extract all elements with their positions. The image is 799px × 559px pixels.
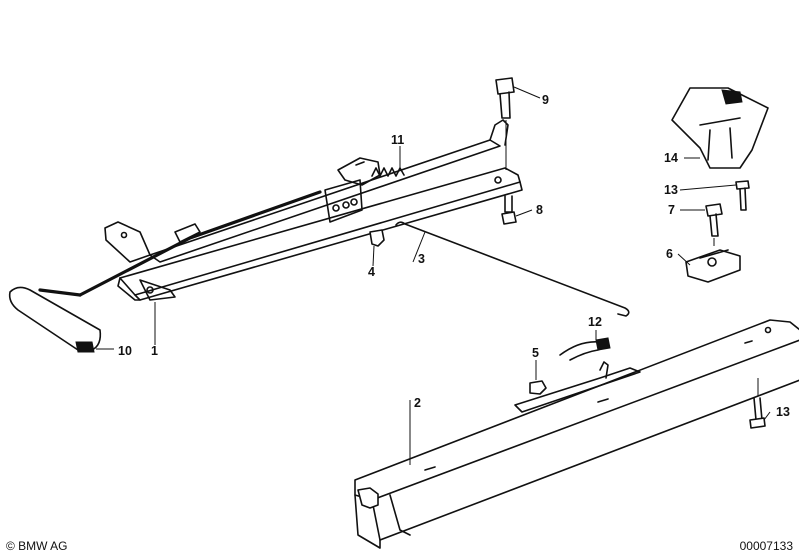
leader-lines <box>96 86 771 465</box>
callout-14: 14 <box>664 151 678 165</box>
callout-5: 5 <box>532 346 539 360</box>
bolt-7 <box>705 203 723 246</box>
clip-nut <box>685 249 741 283</box>
callout-10: 10 <box>118 344 132 358</box>
callout-8: 8 <box>536 203 543 217</box>
callout-3: 3 <box>418 252 425 266</box>
callout-1: 1 <box>151 344 158 358</box>
seat-rail-assembly <box>8 119 523 353</box>
lower-rail <box>354 319 799 549</box>
spring-clip <box>559 337 611 361</box>
wire-link <box>395 221 630 317</box>
nut <box>529 380 547 395</box>
callout-labels: 1 10 2 3 4 5 12 11 9 8 14 13 7 6 13 <box>118 93 790 419</box>
callout-11: 11 <box>391 133 404 147</box>
copyright-notice: © BMW AG <box>6 539 68 553</box>
callout-2: 2 <box>414 396 421 410</box>
bolt-9 <box>495 77 515 170</box>
screw-13-upper <box>735 180 750 211</box>
callout-6: 6 <box>666 247 673 261</box>
document-number: 00007133 <box>739 539 793 553</box>
callout-7: 7 <box>668 203 675 217</box>
callout-9: 9 <box>542 93 549 107</box>
cover <box>671 87 769 169</box>
callout-4: 4 <box>368 265 375 279</box>
callout-13-lower: 13 <box>776 405 790 419</box>
callout-12: 12 <box>588 315 602 329</box>
bolt-8 <box>501 195 517 225</box>
screw-13-lower <box>749 378 766 429</box>
callout-13-upper: 13 <box>664 183 678 197</box>
plug <box>369 229 385 247</box>
